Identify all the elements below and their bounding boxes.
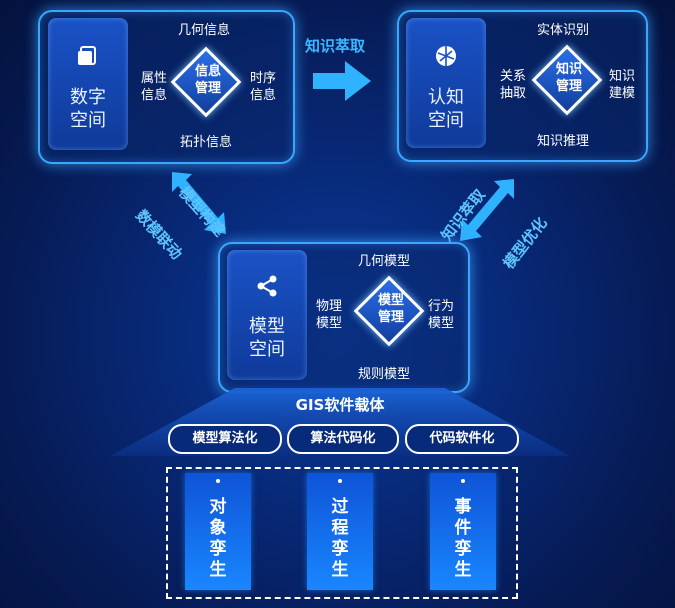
cognitive-right-label-1: 知识 <box>608 69 635 84</box>
event-twin-label: 事件孪生 <box>454 497 472 580</box>
process-twin-card: 过程孪生 <box>307 473 373 590</box>
digital-space-tile: 数字 空间 <box>48 18 128 150</box>
folder-icon <box>78 46 96 65</box>
cognitive-center-label-2: 管理 <box>555 79 582 94</box>
card-dot <box>216 479 220 483</box>
digital-space-label-1: 数字 <box>70 87 106 108</box>
event-twin-card: 事件孪生 <box>430 473 496 590</box>
twins-dashed-frame <box>166 467 518 599</box>
card-dot <box>461 479 465 483</box>
digital-space-label-2: 空间 <box>70 110 106 131</box>
digital-bottom-label: 拓扑信息 <box>179 135 232 150</box>
digital-left-label-2: 信息 <box>140 88 167 103</box>
digital-center-label-2: 管理 <box>194 81 221 96</box>
model-bottom-label: 规则模型 <box>357 367 410 382</box>
cognitive-top-label: 实体识别 <box>536 23 589 38</box>
model-space-label-2: 空间 <box>249 339 285 360</box>
cognitive-space-tile: 认知 空间 <box>406 18 486 148</box>
object-twin-card: 对象孪生 <box>185 473 251 590</box>
model-left-label-2: 模型 <box>315 316 342 331</box>
model-space-label-1: 模型 <box>249 316 285 337</box>
model-top-label: 几何模型 <box>357 254 410 269</box>
cognitive-bottom-label: 知识推理 <box>536 134 589 149</box>
pill-algorithm-code: 算法代码化 <box>287 424 399 454</box>
model-center-label-2: 管理 <box>377 310 404 325</box>
cognitive-center-label-1: 知识 <box>555 62 582 77</box>
pill-code-software: 代码软件化 <box>405 424 519 454</box>
cognitive-left-label-1: 关系 <box>499 69 526 84</box>
right-double-arrow-icon <box>460 179 514 241</box>
pill-model-algorithm: 模型算法化 <box>168 424 282 454</box>
cognitive-left-label-2: 抽取 <box>499 86 526 101</box>
digital-center-label-1: 信息 <box>194 64 221 79</box>
digital-left-label-1: 属性 <box>140 71 167 86</box>
top-arrow-label: 知识萃取 <box>305 37 366 55</box>
model-right-label-2: 模型 <box>427 316 454 331</box>
globe-icon <box>436 46 456 66</box>
gis-title: GIS软件载体 <box>295 396 385 414</box>
model-center-label-1: 模型 <box>377 293 404 308</box>
digital-right-label-1: 时序 <box>249 71 276 86</box>
cognitive-right-label-2: 建模 <box>608 86 635 101</box>
cognitive-space-label-1: 认知 <box>428 87 464 108</box>
right-arrow-icon <box>313 61 371 101</box>
card-dot <box>338 479 342 483</box>
share-icon <box>257 275 277 297</box>
left-double-arrow-icon <box>172 172 226 234</box>
cognitive-space-label-2: 空间 <box>428 110 464 131</box>
model-left-label-1: 物理 <box>315 299 342 314</box>
model-right-label-1: 行为 <box>427 299 454 314</box>
digital-right-label-2: 信息 <box>249 88 276 103</box>
object-twin-label: 对象孪生 <box>209 497 227 580</box>
digital-top-label: 几何信息 <box>177 23 230 38</box>
process-twin-label: 过程孪生 <box>331 497 349 580</box>
model-space-tile: 模型 空间 <box>227 250 307 380</box>
